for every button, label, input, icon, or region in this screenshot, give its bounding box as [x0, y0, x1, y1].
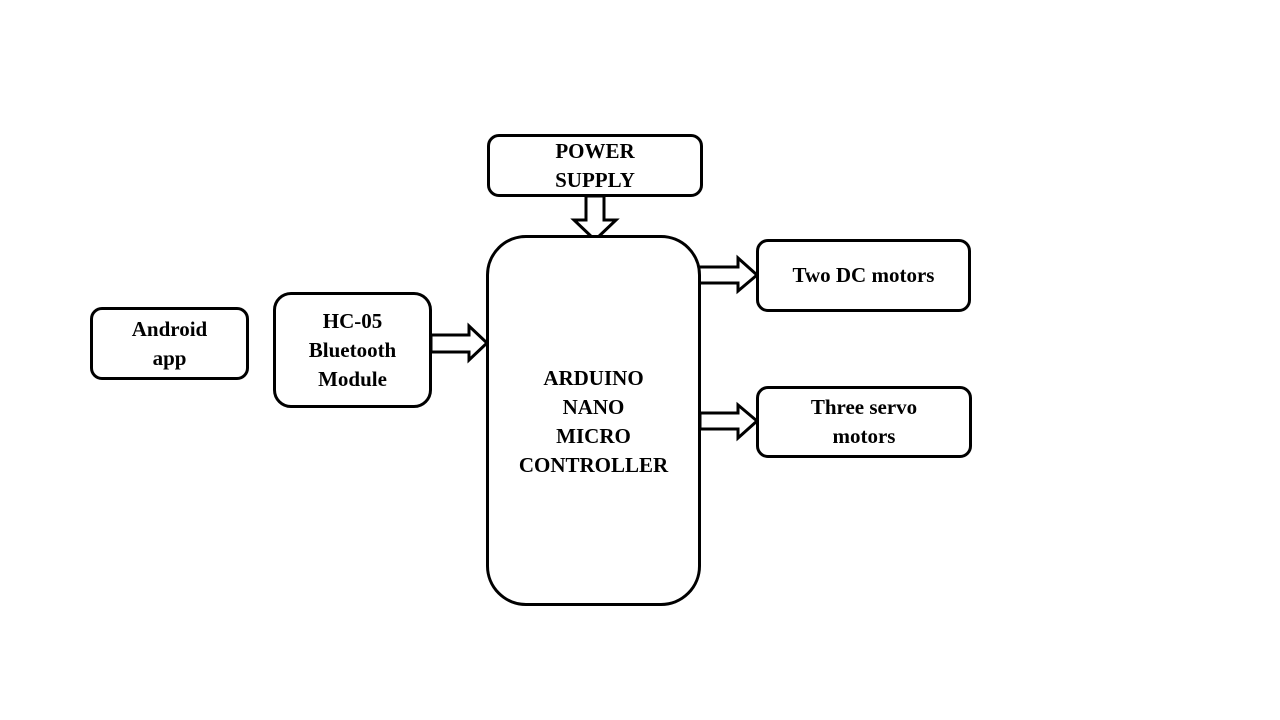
arrow-arduino-to-dc-motors — [697, 254, 760, 295]
servo-motors-block: Three servo motors — [756, 386, 972, 458]
block-label-line: Bluetooth — [308, 337, 397, 362]
hc05-bluetooth-module-block: HC-05 Bluetooth Module — [273, 292, 432, 408]
arduino-nano-block: ARDUINO NANO MICRO CONTROLLER — [486, 235, 701, 606]
block-label-line: Two DC motors — [792, 263, 935, 287]
arrow-power-to-arduino — [570, 194, 620, 243]
arrow-hc05-to-arduino — [429, 322, 490, 364]
block-label-line: ARDUINO — [543, 366, 644, 390]
block-label-line: motors — [832, 424, 896, 448]
android-app-block: Android app — [90, 307, 249, 380]
block-label-line: Three servo — [810, 395, 918, 419]
block-label-line: Android — [131, 316, 208, 341]
block-label-line: SUPPLY — [555, 167, 635, 192]
block-label-line: Module — [318, 366, 387, 391]
block-label-line: app — [152, 345, 187, 370]
block-label-line: POWER — [555, 138, 635, 163]
block-label-line: CONTROLLER — [518, 453, 669, 477]
block-label-line: HC-05 — [322, 308, 383, 333]
block-label-line: NANO — [562, 395, 625, 419]
arrow-arduino-to-servo-motors — [698, 401, 760, 442]
block-label-line: MICRO — [556, 424, 631, 448]
power-supply-block: POWER SUPPLY — [487, 134, 703, 197]
dc-motors-block: Two DC motors — [756, 239, 971, 312]
